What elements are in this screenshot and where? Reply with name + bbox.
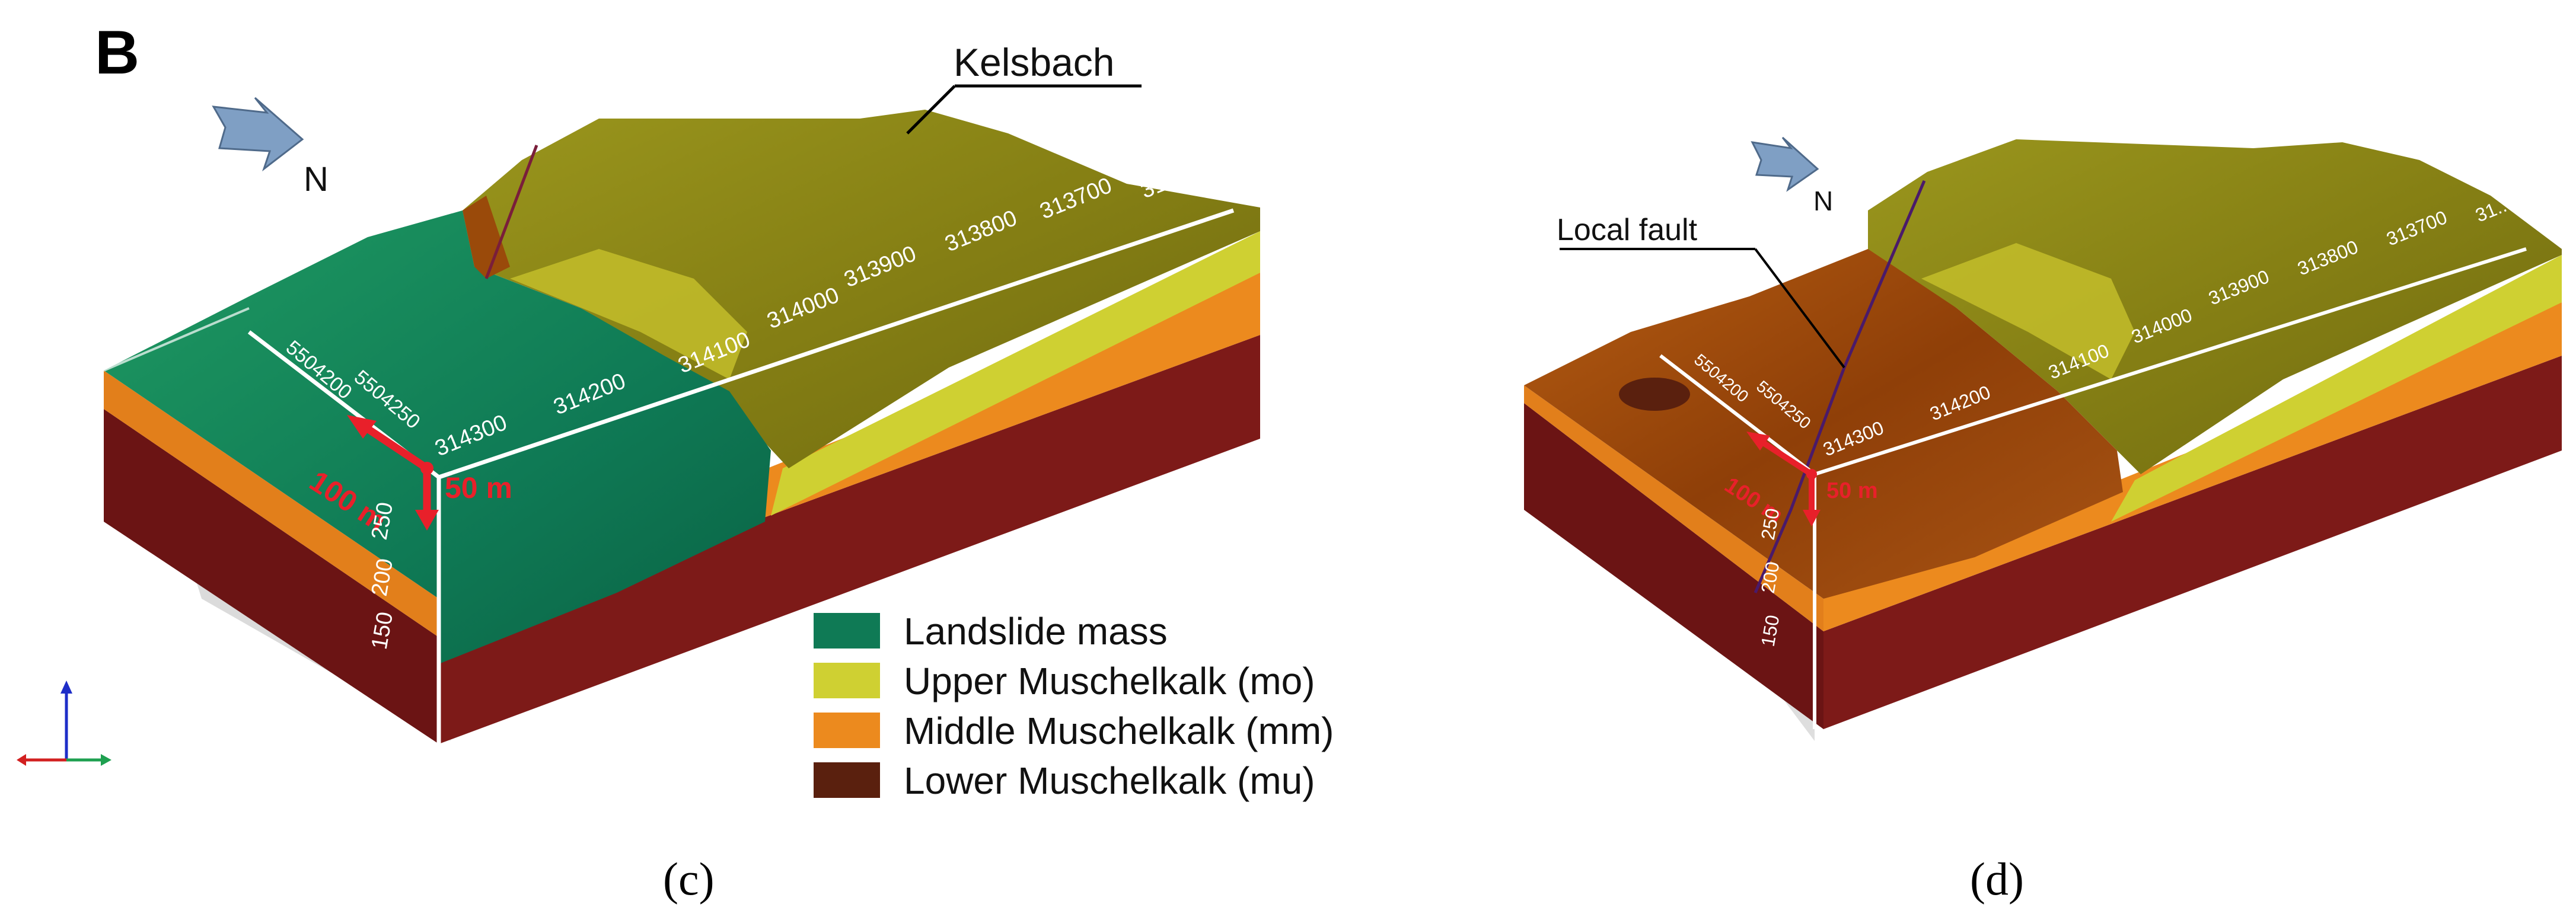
caption-right: (d) [1970, 853, 2024, 905]
left-coordinate-axes-icon [17, 681, 111, 766]
local-fault-label: Local fault [1557, 213, 1698, 247]
right-side-upper-muschelkalk [2111, 255, 2562, 522]
legend-swatch [814, 613, 880, 649]
left-plateau-highlight [510, 249, 747, 379]
kelsbach-label: Kelsbach [954, 40, 1115, 84]
left-front-middle-muschelkalk [104, 370, 439, 637]
left-front-lower-muschelkalk [104, 409, 439, 744]
left-side-upper-muschelkalk [771, 231, 1260, 516]
left-top-upper-muschelkalk-terrain [463, 110, 1260, 468]
right-front-lower-muschelkalk [1524, 403, 1823, 729]
legend-label: Landslide mass [904, 610, 1168, 653]
right-block-diagram [1524, 136, 2562, 741]
left-north-label: N [304, 160, 329, 199]
right-north-label: N [1813, 186, 1833, 216]
left-easting-axis-2 [438, 208, 1235, 480]
right-front-middle-muschelkalk [1524, 385, 1823, 631]
legend-swatch [814, 663, 880, 698]
left-side-lower-muschelkalk [439, 335, 1260, 744]
legend-label: Upper Muschelkalk (mo) [904, 660, 1315, 702]
panel-letter: B [95, 18, 140, 87]
left-north-arrow-icon [212, 97, 304, 172]
right-top-upper-muschelkalk-terrain [1868, 139, 2562, 474]
left-block-diagram [17, 84, 1260, 766]
right-easting-axis-2 [1814, 247, 2527, 476]
right-scale-arrows [1746, 432, 1821, 526]
right-side-lower-muschelkalk [1823, 356, 2562, 729]
left-scale-vertical-label: 50 m [445, 471, 512, 504]
legend-swatch [814, 762, 880, 798]
legend-label: Lower Muschelkalk (mu) [904, 759, 1315, 802]
right-plateau-highlight [1921, 243, 2135, 379]
right-scale-vertical-label: 50 m [1826, 478, 1878, 503]
left-scarp-strip [463, 196, 510, 279]
right-easting-axis [1659, 354, 1816, 476]
caption-left: (c) [663, 853, 715, 905]
legend-label: Middle Muschelkalk (mm) [904, 710, 1334, 752]
right-fault-line [1754, 180, 1926, 593]
left-landslide-mass [104, 210, 771, 664]
left-scale-arrows [347, 415, 439, 531]
fault-leader-line-2 [1754, 248, 1845, 369]
legend-swatch [814, 713, 880, 748]
right-depression [1619, 378, 1690, 411]
left-front-edge [103, 307, 250, 372]
left-fault-line [484, 145, 538, 279]
kelsbach-leader-line [906, 85, 956, 135]
right-north-arrow-icon [1751, 136, 1819, 192]
